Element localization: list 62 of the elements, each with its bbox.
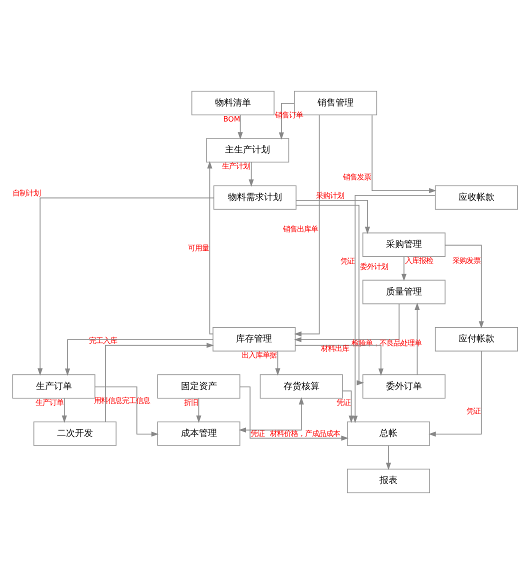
arrow bbox=[238, 114, 243, 140]
arrow bbox=[444, 244, 484, 329]
edge-label: 材料出库 bbox=[320, 344, 349, 354]
edge-label: 入库报检 bbox=[405, 256, 434, 266]
arrow bbox=[38, 198, 214, 376]
edge-label: 凭证 bbox=[336, 398, 351, 408]
arrow bbox=[294, 344, 384, 376]
arrow bbox=[401, 256, 407, 282]
arrow bbox=[296, 200, 370, 234]
arrow bbox=[275, 350, 280, 376]
edge-label: 凭证 bbox=[340, 256, 354, 266]
edge-label: BOM bbox=[223, 114, 240, 124]
node-box: 质量管理 bbox=[362, 280, 446, 304]
node-box: 委外订单 bbox=[362, 374, 446, 399]
node-box: 总帐 bbox=[346, 421, 430, 446]
node-box: 物料清单 bbox=[191, 90, 274, 116]
node-box: 固定资产 bbox=[157, 374, 240, 399]
edge-label: 生产订单 bbox=[35, 398, 64, 407]
arrow bbox=[207, 161, 214, 334]
arrow bbox=[94, 386, 159, 437]
edge-label: 出入库单据 bbox=[242, 350, 277, 360]
edge-label: 凭证 bbox=[250, 428, 264, 438]
arrow bbox=[105, 342, 214, 422]
arrow bbox=[238, 397, 304, 433]
edge-label: 生产计划 bbox=[222, 162, 250, 171]
node-box: 应收帐款 bbox=[434, 185, 518, 210]
arrow bbox=[294, 114, 320, 336]
node-box: 存货核算 bbox=[260, 374, 343, 399]
node-box: 二次开发 bbox=[33, 421, 116, 446]
edge-label: 采购发票 bbox=[452, 256, 480, 266]
node-box: 库存管理 bbox=[212, 327, 296, 352]
arrow bbox=[428, 350, 482, 437]
edge-label: 折旧 bbox=[184, 398, 198, 407]
edge-label: 检验单，不良品处理单 bbox=[351, 338, 422, 348]
arrow bbox=[196, 398, 202, 423]
node-box: 主生产计划 bbox=[206, 138, 290, 163]
arrow bbox=[372, 114, 436, 194]
node-box: 物料需求计划 bbox=[213, 185, 296, 210]
arrow bbox=[296, 204, 364, 386]
arrow bbox=[294, 304, 400, 342]
node-box: 成本管理 bbox=[157, 421, 240, 446]
edge-label: 委外计划 bbox=[360, 262, 388, 271]
edge-label: 销售出库单 bbox=[283, 224, 318, 234]
node-box: 生产订单 bbox=[12, 374, 96, 399]
edge-label: 用料信息完工信息 bbox=[94, 396, 150, 405]
arrow bbox=[386, 445, 392, 470]
arrow bbox=[414, 302, 420, 375]
edge-label: 凭证 bbox=[466, 406, 481, 416]
node-box: 采购管理 bbox=[362, 232, 446, 257]
arrow bbox=[248, 162, 254, 187]
arrow bbox=[278, 103, 295, 140]
arrow bbox=[64, 339, 214, 376]
edge-label: 可用量 bbox=[188, 243, 209, 252]
arrow bbox=[342, 390, 354, 424]
edge-label: 销售发票 bbox=[343, 172, 372, 182]
node-box: 报表 bbox=[346, 468, 430, 494]
edge-label: 自制计划 bbox=[12, 188, 40, 198]
arrow bbox=[62, 398, 67, 423]
edge-label: 材料价格，产成品成本 bbox=[270, 428, 340, 438]
edge-label: 采购计划 bbox=[316, 191, 344, 200]
node-box: 应付帐款 bbox=[434, 327, 518, 352]
arrow bbox=[352, 195, 436, 424]
